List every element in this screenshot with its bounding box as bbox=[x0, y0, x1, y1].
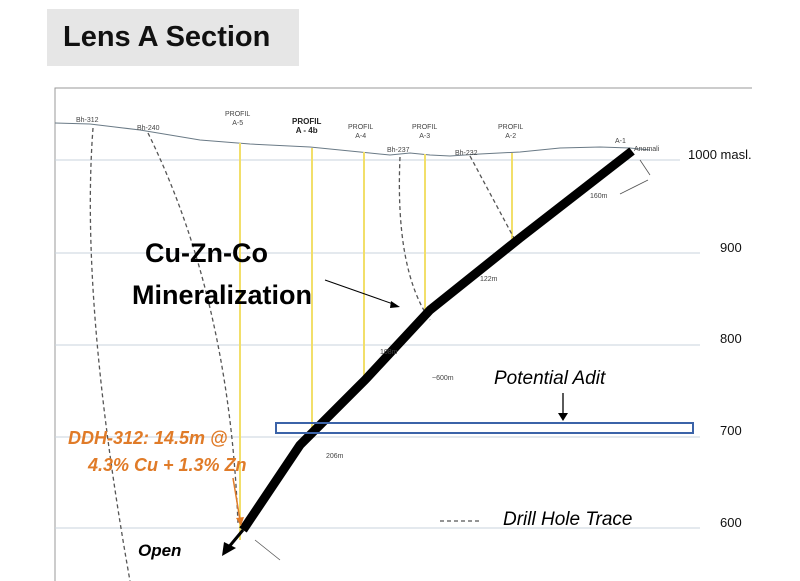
intercept-pointer bbox=[232, 477, 241, 521]
profile-label-a4b: PROFIL A - 4b bbox=[292, 117, 322, 135]
orebody-trace bbox=[239, 147, 635, 533]
page-title: Lens A Section bbox=[63, 21, 271, 53]
a1-label: A-1 bbox=[615, 138, 626, 145]
mineralization-label-line2: Mineralization bbox=[132, 280, 313, 310]
borehole-label: Bh-240 bbox=[137, 125, 160, 132]
adit-label: Potential Adit bbox=[494, 368, 606, 389]
elevation-label-900: 900 bbox=[720, 240, 742, 255]
drill-hole-traces bbox=[89, 127, 516, 581]
drill-trace-bh312 bbox=[89, 127, 131, 581]
mineralization-pointer bbox=[324, 279, 397, 306]
intercept-line2: 4.3% Cu + 1.3% Zn bbox=[88, 455, 247, 475]
profile-lines bbox=[239, 143, 513, 540]
dimension-lines bbox=[254, 159, 651, 561]
borehole-label: Bh-237 bbox=[387, 147, 410, 154]
elevation-label-600: 600 bbox=[720, 515, 742, 530]
profile-label-a4: PROFIL A-4 bbox=[348, 124, 374, 140]
drill-trace-bh240 bbox=[147, 132, 239, 526]
open-arrow-head bbox=[222, 542, 236, 556]
elevation-label-1000: 1000 masl. bbox=[688, 147, 752, 162]
distance-label: ~600m bbox=[432, 375, 454, 382]
anomaly-label: Anomali bbox=[634, 146, 660, 153]
elevation-label-800: 800 bbox=[720, 331, 742, 346]
title-box: Lens A Section bbox=[47, 9, 299, 66]
intercept-line1: DDH-312: 14.5m @ bbox=[68, 428, 228, 448]
drill-trace-bh232 bbox=[469, 155, 516, 241]
mineralization-label-line1: Cu-Zn-Co bbox=[145, 238, 268, 268]
frame bbox=[54, 87, 752, 581]
topography-line bbox=[54, 122, 651, 157]
borehole-label: Bh-312 bbox=[76, 117, 99, 124]
profile-label-a2: PROFIL A-2 bbox=[498, 124, 524, 140]
distance-label: 206m bbox=[326, 453, 344, 460]
distance-label: 122m bbox=[480, 276, 498, 283]
legend-drill-hole-trace: Drill Hole Trace bbox=[503, 509, 633, 530]
open-label: Open bbox=[138, 541, 182, 560]
profile-label-a5: PROFIL A-5 bbox=[225, 111, 251, 127]
distance-label: 160m bbox=[590, 193, 608, 200]
potential-adit bbox=[275, 422, 694, 434]
elevation-gridlines bbox=[55, 159, 700, 529]
open-arrow-shaft bbox=[226, 529, 245, 549]
borehole-label: Bh-232 bbox=[455, 150, 478, 157]
distance-label: 108m bbox=[380, 349, 398, 356]
elevation-label-700: 700 bbox=[720, 423, 742, 438]
profile-label-a3: PROFIL A-3 bbox=[412, 124, 438, 140]
